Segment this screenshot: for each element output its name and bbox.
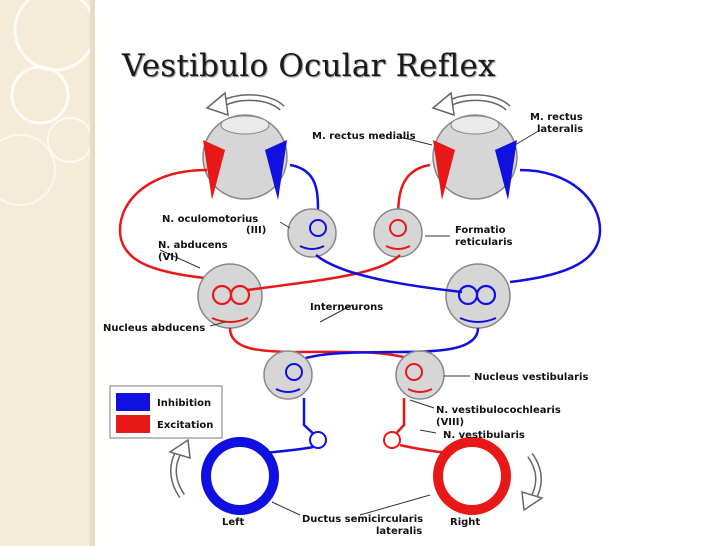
crossing-fiber-red xyxy=(247,254,401,292)
label-formatio-1: Formatio xyxy=(455,225,506,236)
left-eye xyxy=(202,114,288,200)
label-vestibulocochlearis-2: (VIII) xyxy=(436,417,464,428)
legend-excitation-label: Excitation xyxy=(157,420,213,431)
label-ductus-1: Ductus semicircularis xyxy=(302,514,423,525)
label-ductus-2: lateralis xyxy=(376,526,422,537)
label-oculomotorius-2: (III) xyxy=(246,225,266,236)
left-abducens-nerve xyxy=(118,168,208,280)
legend-inhibition-label: Inhibition xyxy=(157,398,211,409)
legend-excitation-swatch xyxy=(116,415,150,433)
label-rectus-medialis: M. rectus medialis xyxy=(312,131,416,142)
right-semicircular-duct xyxy=(433,437,511,515)
left-canal-rotation-arrow xyxy=(168,438,191,498)
label-n-vestibularis: N. vestibularis xyxy=(443,430,525,441)
legend: Inhibition Excitation xyxy=(109,385,223,439)
right-eye xyxy=(432,114,518,200)
decorative-sidebar xyxy=(0,0,90,546)
interneuron-blue xyxy=(287,327,480,367)
label-oculomotorius-1: N. oculomotorius xyxy=(162,214,258,225)
label-rectus-lateralis-2: lateralis xyxy=(537,124,583,135)
right-nucleus-abducens xyxy=(445,263,511,329)
label-rectus-lateralis-1: M. rectus xyxy=(530,112,583,123)
right-eye-rotation-arrow xyxy=(431,91,511,117)
legend-inhibition-swatch xyxy=(116,393,150,411)
left-nucleus-vestibularis xyxy=(263,350,313,400)
right-canal-rotation-arrow xyxy=(521,452,544,512)
crossing-fiber-blue xyxy=(315,254,463,294)
label-pointers xyxy=(159,129,541,516)
right-abducens-nerve xyxy=(509,168,602,284)
left-oculomotor-nucleus xyxy=(287,208,337,258)
interneuron-red xyxy=(228,327,421,364)
slide-title: Vestibulo Ocular Reflex xyxy=(122,48,496,84)
label-abducens-1: N. abducens xyxy=(158,240,228,251)
label-interneurons: Interneurons xyxy=(310,302,383,313)
label-formatio-2: reticularis xyxy=(455,237,513,248)
sidebar-stripe xyxy=(90,0,95,546)
left-semicircular-duct xyxy=(201,437,279,515)
right-oculomotor-nucleus xyxy=(373,208,423,258)
label-nucleus-vestibularis: Nucleus vestibularis xyxy=(474,372,588,383)
label-vestibulocochlearis-1: N. vestibulocochlearis xyxy=(436,405,561,416)
label-nucleus-abducens: Nucleus abducens xyxy=(103,323,205,334)
label-right: Right xyxy=(450,517,480,528)
label-abducens-2: (VI) xyxy=(158,252,179,263)
decorative-circles xyxy=(0,0,90,206)
left-eye-rotation-arrow xyxy=(205,91,285,117)
left-nucleus-abducens xyxy=(197,263,263,329)
label-left: Left xyxy=(222,517,245,528)
right-nucleus-vestibularis xyxy=(395,350,445,400)
